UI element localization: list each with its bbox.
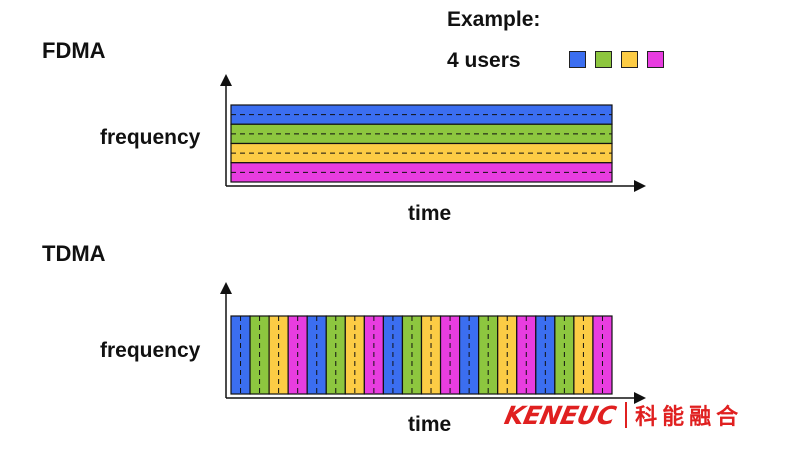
tdma-xlabel: time bbox=[408, 413, 452, 436]
fdma-title: FDMA bbox=[42, 38, 106, 63]
users-label: 4 users bbox=[447, 49, 521, 72]
tdma-ylabel: frequency bbox=[100, 339, 201, 362]
swatch-user-2 bbox=[595, 51, 612, 68]
keneuc-logo: KENEUC 科能融合 bbox=[501, 398, 744, 432]
fdma-ylabel: frequency bbox=[100, 126, 201, 149]
logo-separator bbox=[625, 402, 628, 428]
tdma-slots bbox=[230, 315, 613, 395]
logo-chinese: 科能融合 bbox=[635, 405, 744, 430]
example-title: Example: bbox=[447, 8, 541, 31]
tdma-title: TDMA bbox=[42, 241, 106, 266]
swatch-user-1 bbox=[569, 51, 586, 68]
fdma-bands bbox=[230, 104, 613, 183]
fdma-xlabel: time bbox=[408, 202, 452, 225]
logo-wordmark: KENEUC bbox=[501, 400, 619, 430]
swatch-user-3 bbox=[621, 51, 638, 68]
swatch-user-4 bbox=[647, 51, 664, 68]
